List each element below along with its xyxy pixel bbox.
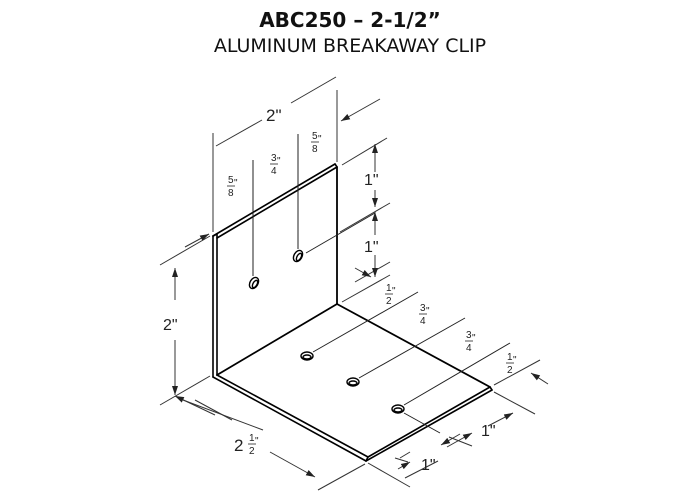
- label-right-lower-1in: 1": [364, 239, 379, 256]
- svg-text:2: 2: [507, 365, 513, 376]
- label-right-upper-1in: 1": [364, 172, 379, 189]
- svg-text:2: 2: [234, 436, 243, 455]
- svg-text:4: 4: [420, 316, 426, 327]
- label-base-end-half: 1 2 ": [506, 352, 517, 376]
- svg-text:8: 8: [312, 144, 318, 155]
- center-lines: [252, 134, 511, 434]
- label-mid-three-quarters: 3 4 ": [270, 153, 281, 177]
- label-base-first-half: 1 2 ": [385, 283, 396, 307]
- svg-text:1: 1: [386, 283, 392, 294]
- svg-text:": ": [234, 178, 238, 189]
- label-top-width: 2": [266, 106, 282, 125]
- label-right-five-eighths: 5 8 ": [311, 131, 322, 155]
- svg-text:3: 3: [466, 330, 472, 341]
- hole-base-2: [346, 377, 360, 387]
- label-left-height: 2": [163, 317, 178, 334]
- drawing-subtitle: ALUMINUM BREAKAWAY CLIP: [213, 35, 487, 57]
- dimension-labels: 2" 5 8 " 3 4 " 5 8 " 1" 1" 2" 1 2: [163, 106, 517, 474]
- svg-text:4: 4: [466, 343, 472, 354]
- svg-text:3: 3: [271, 153, 277, 164]
- svg-text:": ": [472, 333, 476, 344]
- svg-text:": ": [318, 134, 322, 145]
- svg-text:8: 8: [228, 188, 234, 199]
- holes: [248, 249, 405, 414]
- svg-text:": ": [392, 286, 396, 297]
- label-base-three-quarters-2: 3 4 ": [465, 330, 476, 354]
- dimension-lines: [159, 76, 549, 491]
- clip-body: [212, 163, 493, 462]
- svg-text:2: 2: [386, 296, 392, 307]
- label-bottom-1in-right: 1": [481, 423, 496, 440]
- svg-text:3: 3: [420, 303, 426, 314]
- svg-text:5: 5: [228, 175, 234, 186]
- hole-base-3: [391, 404, 405, 414]
- label-bottom-1in-left: 1": [421, 457, 436, 474]
- hole-vertical-2: [292, 249, 304, 263]
- svg-text:": ": [255, 436, 259, 447]
- label-base-three-quarters-1: 3 4 ": [419, 303, 430, 327]
- label-base-length: 2 1 2 ": [234, 433, 259, 457]
- base-plate: [212, 303, 493, 462]
- hole-vertical-1: [248, 276, 260, 290]
- svg-text:2: 2: [249, 446, 255, 457]
- drawing-title: ABC250 – 2-1/2”: [259, 8, 441, 32]
- svg-text:4: 4: [271, 166, 277, 177]
- svg-text:": ": [277, 156, 281, 167]
- svg-text:5: 5: [312, 131, 318, 142]
- svg-text:": ": [513, 355, 517, 366]
- svg-text:1: 1: [249, 433, 255, 444]
- svg-text:": ": [426, 306, 430, 317]
- svg-text:1: 1: [507, 352, 513, 363]
- label-left-five-eighths: 5 8 ": [227, 175, 238, 199]
- hole-base-1: [300, 351, 314, 361]
